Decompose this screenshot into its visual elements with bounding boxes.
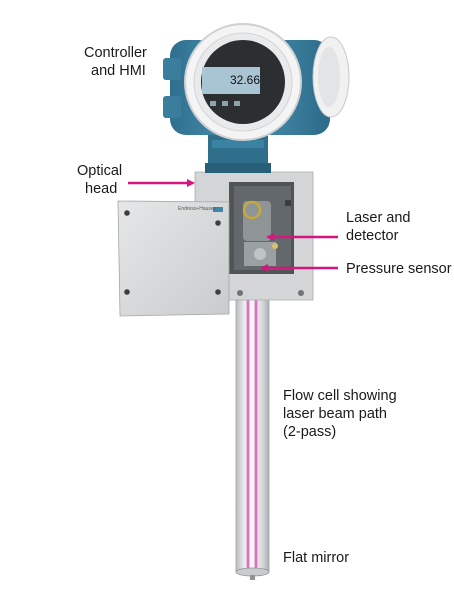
hmi-display-reading: 32.66 (230, 73, 261, 87)
label-laser-line1: Laser and (346, 210, 411, 226)
controller-neck (205, 135, 271, 173)
label-controller: Controller and HMI (84, 44, 147, 80)
label-controller-line1: Controller (84, 45, 147, 61)
optical-head-door (117, 200, 230, 317)
label-flow-line3: (2-pass) (283, 424, 337, 440)
flow-cell (235, 295, 270, 580)
label-optical-head: Optical head (77, 162, 122, 198)
label-controller-line2: and HMI (91, 63, 146, 79)
pointer-arrows (128, 179, 338, 272)
label-flow-line2: laser beam path (283, 406, 387, 422)
door-logo: Endress+Hauser (178, 206, 216, 212)
label-optical-line1: Optical (77, 163, 123, 179)
label-flow-cell: Flow cell showing laser beam path (2-pas… (283, 387, 397, 441)
label-optical-line2: head (85, 181, 118, 197)
label-laser-line2: detector (346, 228, 399, 244)
label-pressure-sensor: Pressure sensor (346, 261, 452, 277)
label-flat-mirror: Flat mirror (283, 550, 350, 566)
label-flow-line1: Flow cell showing (283, 388, 397, 404)
controller-housing (163, 23, 350, 141)
label-laser-detector: Laser and detector (346, 209, 411, 245)
